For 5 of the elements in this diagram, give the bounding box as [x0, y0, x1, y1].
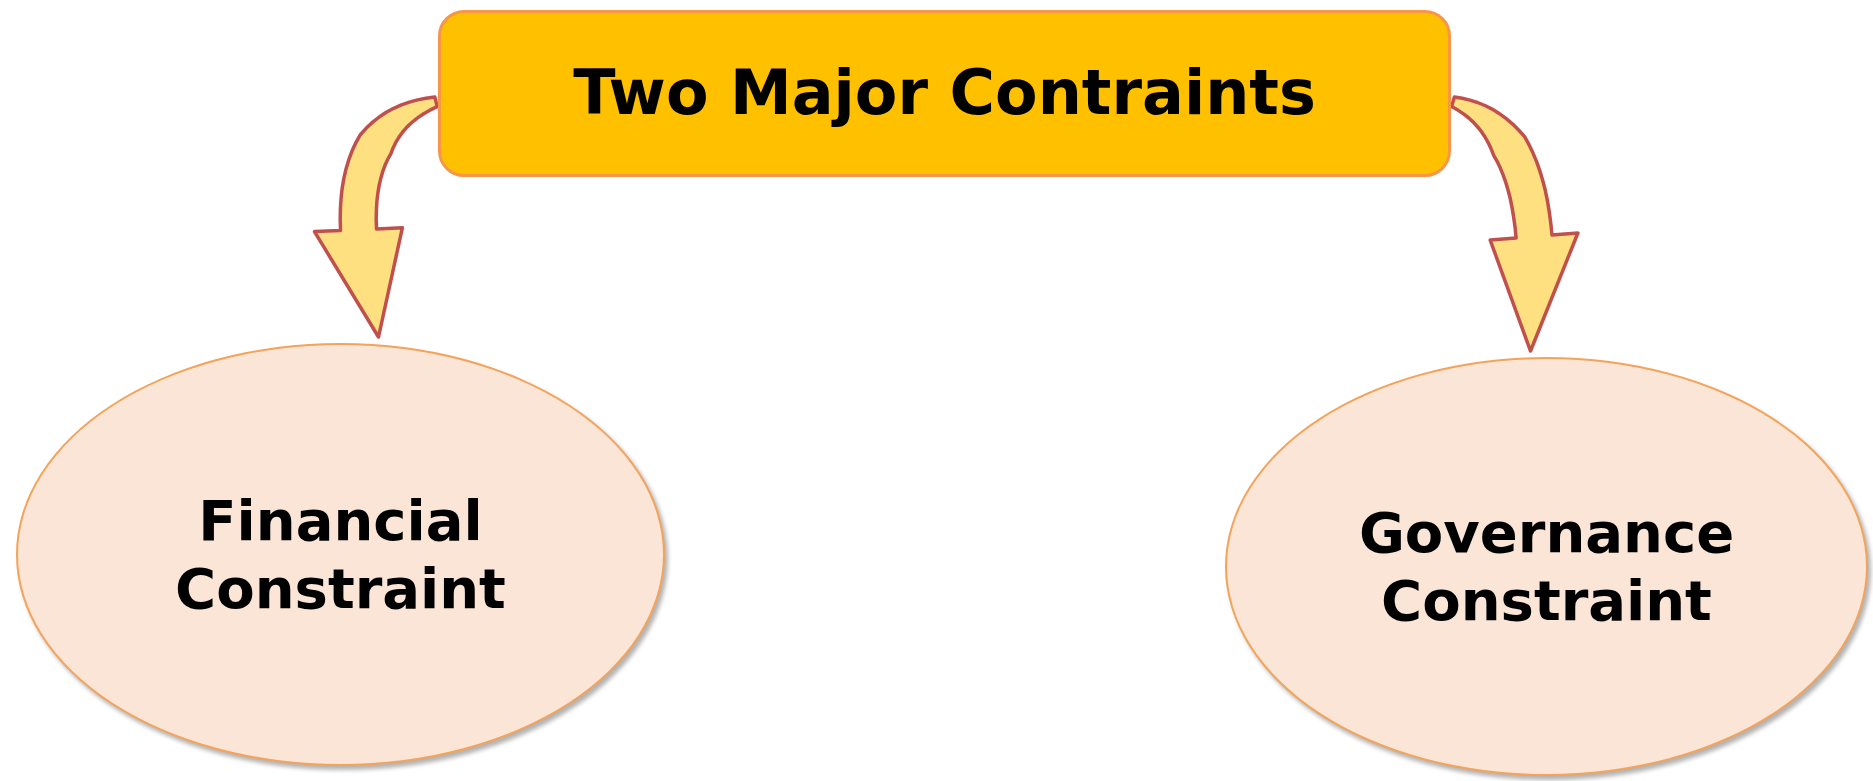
node-label: Governance Constraint — [1357, 499, 1736, 634]
curved-arrow — [1449, 95, 1580, 353]
title-text: Two Major Contraints — [573, 56, 1316, 131]
node-label: Financial Constraint — [174, 487, 507, 622]
title-box — [438, 10, 1451, 177]
